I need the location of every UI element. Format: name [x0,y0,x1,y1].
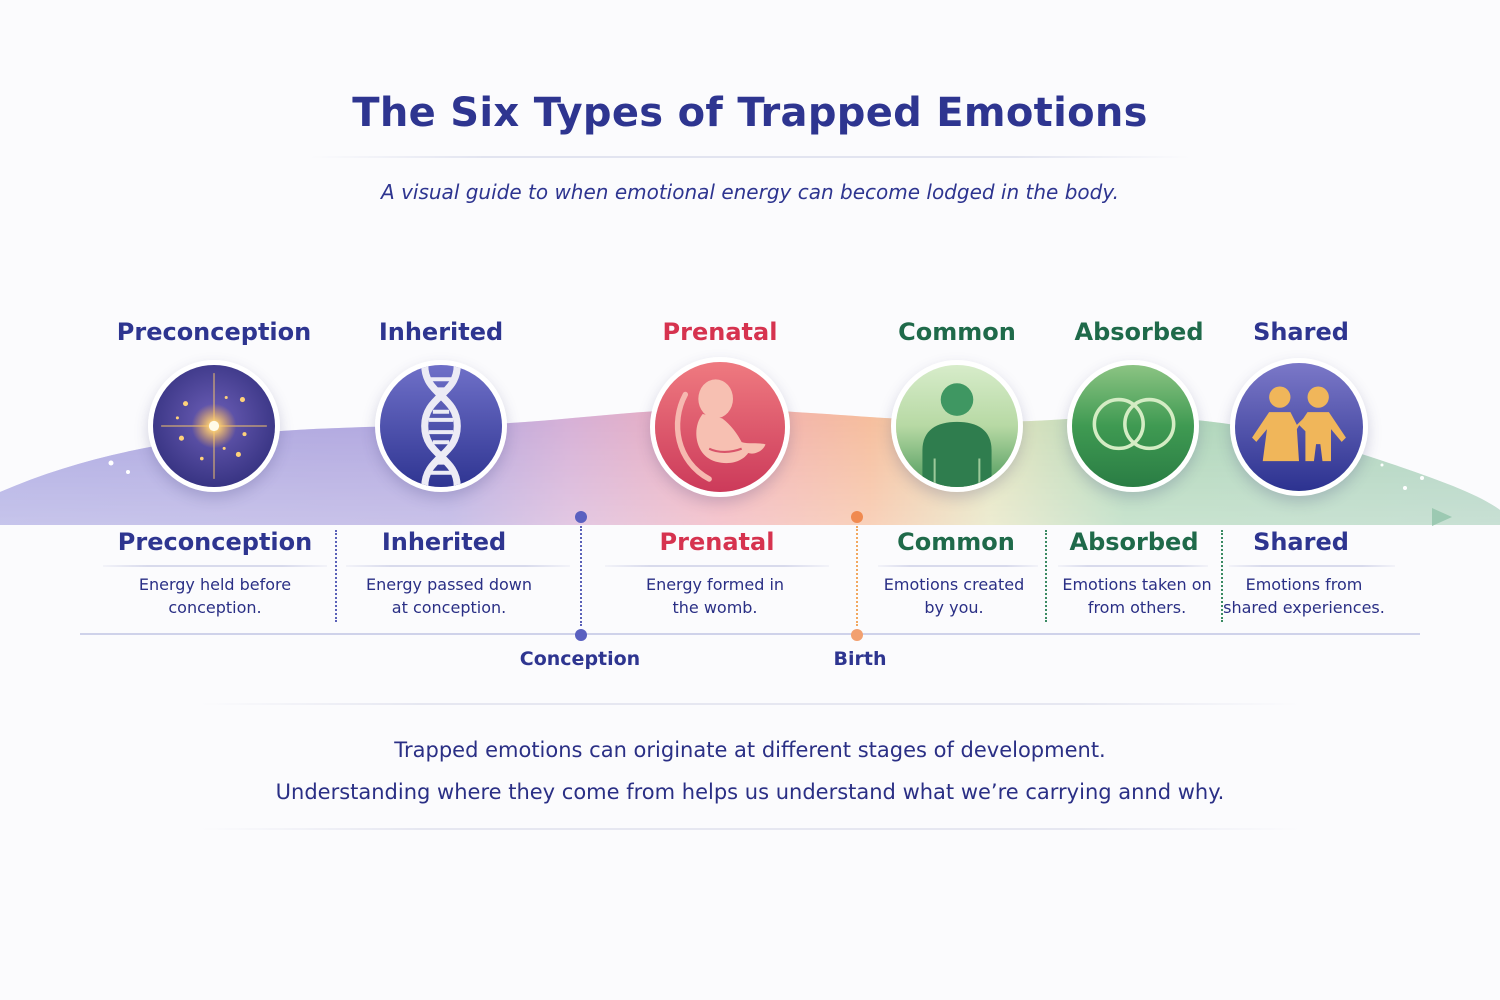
stage-title-common: Common [897,528,1015,556]
milestone-birth: Birth [833,648,887,670]
stage-rule [1058,565,1208,567]
top-label-inherited: Inherited [378,318,504,346]
footer-divider-bottom [200,828,1300,830]
desc-line: Energy held before [138,575,292,594]
desc-line: the womb. [672,598,758,617]
stage-desc-common: Emotions created by you. [839,573,1069,619]
top-label-prenatal: Prenatal [662,318,778,346]
preconception-icon-badge [148,360,280,492]
stage-rule [1229,565,1395,567]
top-label-absorbed: Absorbed [1074,318,1204,346]
divider [1045,530,1047,622]
stage-title-prenatal: Prenatal [659,528,775,556]
stage-desc-absorbed: Emotions taken on from others. [1022,573,1252,619]
conception-marker-top [575,511,587,523]
stage-rule [605,565,829,567]
desc-line: conception. [168,598,262,617]
desc-line: Energy formed in [645,575,785,594]
footer-line-2: Understanding where they come from helps… [275,780,1225,804]
stage-title-shared: Shared [1253,528,1349,556]
footer-divider-top [200,703,1300,705]
milestone-conception: Conception [519,648,641,670]
desc-line: Emotions from [1245,575,1363,594]
stage-title-inherited: Inherited [381,528,507,556]
person-icon [896,365,1018,487]
desc-line: from others. [1087,598,1187,617]
fetus-icon [655,362,785,492]
desc-line: at conception. [391,598,507,617]
conception-divider [580,526,582,626]
divider [335,530,337,622]
stage-desc-preconception: Energy held before conception. [100,573,330,619]
inherited-icon-badge [375,360,507,492]
page-subtitle: A visual guide to when emotional energy … [381,180,1119,204]
page-title: The Six Types of Trapped Emotions [352,90,1148,136]
stage-title-preconception: Preconception [117,528,313,556]
stage-rule [103,565,327,567]
desc-line: Emotions taken on [1062,575,1212,594]
birth-marker-bottom [851,629,863,641]
desc-line: by you. [924,598,984,617]
top-label-common: Common [898,318,1016,346]
stage-desc-inherited: Energy passed down at conception. [334,573,564,619]
sparkles [108,460,1424,490]
common-icon-badge [891,360,1023,492]
divider [1221,530,1223,622]
desc-line: Energy passed down [366,575,532,594]
stage-desc-prenatal: Energy formed in the womb. [600,573,830,619]
top-label-preconception: Preconception [116,318,312,346]
stage-title-absorbed: Absorbed [1069,528,1199,556]
birth-divider [856,526,858,626]
shared-icon-badge [1230,358,1368,496]
footer-line-1: Trapped emotions can originate at differ… [394,738,1106,762]
birth-marker-top [851,511,863,523]
title-divider [310,156,1190,158]
stage-rule [878,565,1038,567]
stage-rule [346,565,570,567]
conception-marker-bottom [575,629,587,641]
absorbed-icon-badge [1067,360,1199,492]
prenatal-icon-badge [650,357,790,497]
overlapping-rings-icon [1072,365,1194,487]
two-people-icon [1235,363,1363,491]
timeline-arrowhead-icon [1432,508,1452,526]
desc-line: Emotions created [883,575,1025,594]
starburst-icon [153,365,275,487]
dna-icon [380,365,502,487]
stage-desc-shared: Emotions from shared experiences. [1189,573,1419,619]
desc-line: shared experiences. [1223,598,1385,617]
top-label-shared: Shared [1253,318,1349,346]
